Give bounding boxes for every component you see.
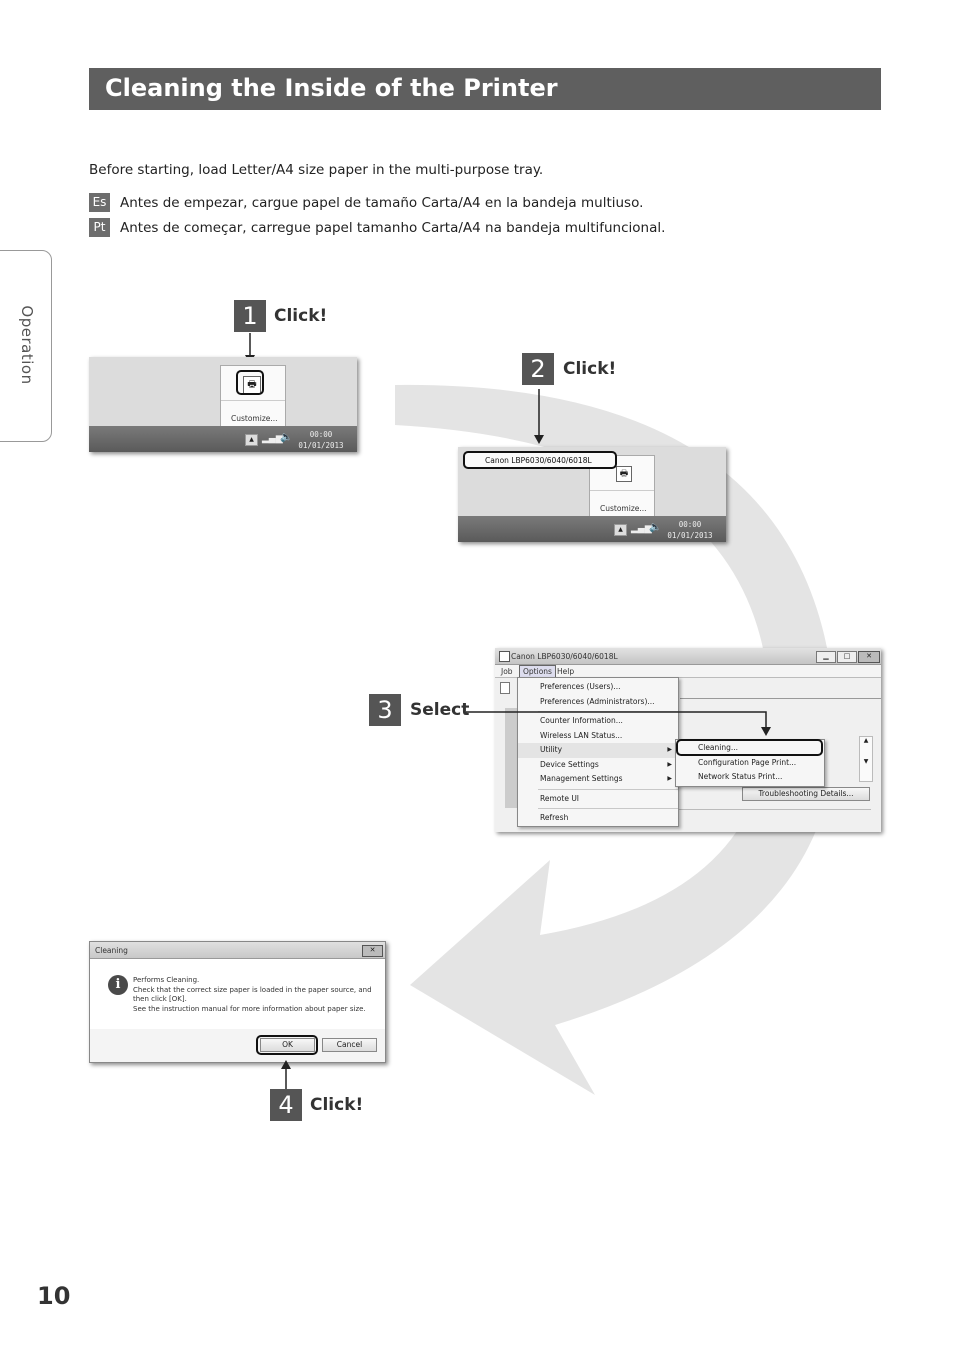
speaker-icon[interactable]: 🔈 (649, 522, 662, 533)
submenu-item-network-status-print[interactable]: Network Status Print... (698, 772, 783, 781)
tray-screenshot-2: 🖶 Customize... Canon LBP6030/6040/6018L … (458, 447, 726, 542)
highlight-ok-button (256, 1035, 318, 1055)
tray-clock-2[interactable]: 00:00 01/01/2013 (666, 519, 714, 541)
tray-screenshot-1: 🖶 Customize... ▲ ▂▄▆ 🔈 00:00 01/01/2013 (89, 357, 357, 452)
printer-image (505, 708, 517, 808)
submenu-item-cleaning[interactable]: Cleaning... (698, 743, 739, 752)
lang-tag-pt: Pt (89, 218, 110, 237)
step-3-number: 3 (369, 694, 401, 726)
intro-row-pt: Pt Antes de começar, carregue papel tama… (89, 218, 665, 237)
step-2-number: 2 (522, 353, 554, 385)
app-titlebar: Canon LBP6030/6040/6018L ▁ □ ✕ (495, 648, 881, 665)
menu-help[interactable]: Help (557, 667, 575, 676)
utility-submenu: Cleaning... Configuration Page Print... … (675, 739, 825, 787)
app-icon (499, 651, 510, 662)
intro-text-es: Antes de empezar, cargue papel de tamaño… (120, 194, 644, 211)
step-4-number: 4 (270, 1089, 302, 1121)
dialog-titlebar: Cleaning ✕ (90, 942, 385, 959)
tray-date-2: 01/01/2013 (667, 531, 713, 540)
side-tab-label: Operation (18, 305, 36, 385)
menu-item-utility-label: Utility (540, 745, 563, 754)
app-menubar: Job Options Help (495, 665, 881, 678)
lang-tag-es: Es (89, 193, 110, 212)
tray-clock-1[interactable]: 00:00 01/01/2013 (297, 429, 345, 451)
tray-customize-link-2[interactable]: Customize... (600, 504, 647, 513)
menu-options[interactable]: Options (519, 665, 556, 678)
intro-text-pt: Antes de começar, carregue papel tamanho… (120, 219, 666, 236)
menu-item-counter-information[interactable]: Counter Information... (540, 716, 623, 725)
show-hidden-icons-icon[interactable]: ▲ (614, 524, 627, 536)
taskbar-2: ▲ ▂▄▆ 🔈 00:00 01/01/2013 (458, 516, 726, 542)
step-2-label: Click! (563, 359, 617, 379)
dialog-close-icon[interactable]: ✕ (362, 945, 383, 957)
side-tab (0, 250, 52, 442)
highlight-cleaning (676, 739, 823, 756)
menu-item-management-settings[interactable]: Management Settings ▶ (518, 772, 678, 787)
dialog-title: Cleaning (95, 946, 128, 955)
page-title: Cleaning the Inside of the Printer (89, 68, 881, 110)
tray-time-2: 00:00 (678, 520, 702, 529)
step-4-label: Click! (310, 1095, 364, 1115)
highlight-printer-icon (236, 370, 264, 395)
menu-item-wireless-lan-status[interactable]: Wireless LAN Status... (540, 730, 623, 740)
ok-button[interactable]: OK (260, 1038, 315, 1052)
app-window-screenshot: Canon LBP6030/6040/6018L ▁ □ ✕ Job Optio… (495, 648, 881, 832)
cleaning-dialog: Cleaning ✕ i Performs Cleaning. Check th… (89, 941, 386, 1063)
flow-arrow-graphic (395, 384, 836, 1095)
menu-item-remote-ui[interactable]: Remote UI (540, 793, 580, 803)
submenu-arrow-icon: ▶ (667, 760, 672, 768)
menu-item-utility[interactable]: Utility ▶ (518, 743, 678, 758)
close-icon[interactable]: ✕ (858, 651, 880, 663)
menu-item-preferences-users[interactable]: Preferences (Users)... (540, 682, 621, 691)
printer-tooltip-text: Canon LBP6030/6040/6018L (485, 456, 592, 465)
intro-text-en: Before starting, load Letter/A4 size pap… (89, 162, 544, 178)
menu-item-refresh[interactable]: Refresh (540, 813, 569, 822)
page-number: 10 (37, 1282, 71, 1310)
menu-item-device-settings[interactable]: Device Settings ▶ (518, 758, 678, 773)
cancel-button[interactable]: Cancel (322, 1038, 377, 1052)
menu-item-preferences-admins[interactable]: Preferences (Administrators)... (540, 696, 655, 706)
step-1-number: 1 (234, 300, 266, 332)
minimize-icon[interactable]: ▁ (816, 651, 836, 663)
printer-icon[interactable]: 🖶 (616, 466, 632, 482)
dialog-message-line-3: then click [OK]. (133, 995, 187, 1003)
step-3-label: Select (410, 700, 470, 720)
step-1-label: Click! (274, 306, 328, 326)
menu-job[interactable]: Job (501, 667, 513, 676)
menu-item-device-settings-label: Device Settings (540, 759, 599, 769)
signal-icon[interactable]: ▂▄▆ (262, 434, 283, 444)
step-2-arrow (534, 389, 544, 444)
tray-time-1: 00:00 (309, 430, 333, 439)
tray-date-1: 01/01/2013 (298, 441, 344, 450)
dialog-message: Performs Cleaning. Check that the correc… (133, 976, 372, 1014)
toolbar-icon[interactable] (500, 682, 510, 694)
intro-row-es: Es Antes de empezar, cargue papel de tam… (89, 193, 643, 212)
troubleshooting-details-button[interactable]: Troubleshooting Details... (742, 787, 870, 801)
step-4-arrow (281, 1060, 291, 1089)
info-icon: i (108, 975, 128, 995)
submenu-item-configuration-page-print[interactable]: Configuration Page Print... (698, 757, 797, 767)
dialog-content: i Performs Cleaning. Check that the corr… (90, 959, 385, 1029)
show-hidden-icons-icon[interactable]: ▲ (245, 434, 258, 446)
dialog-message-line-1: Performs Cleaning. (133, 976, 200, 984)
maximize-icon[interactable]: □ (837, 651, 857, 663)
taskbar-1: ▲ ▂▄▆ 🔈 00:00 01/01/2013 (89, 426, 357, 452)
options-dropdown-menu: Preferences (Users)... Preferences (Admi… (517, 677, 679, 827)
submenu-arrow-icon: ▶ (667, 746, 672, 753)
dialog-message-line-4: See the instruction manual for more info… (133, 1004, 366, 1013)
step-3-arrow (466, 711, 771, 736)
tray-customize-link-1[interactable]: Customize... (231, 414, 278, 423)
submenu-arrow-icon: ▶ (667, 775, 672, 782)
dialog-message-line-2: Check that the correct size paper is loa… (133, 985, 372, 994)
speaker-icon[interactable]: 🔈 (280, 432, 293, 443)
printer-tooltip: Canon LBP6030/6040/6018L (463, 451, 617, 469)
signal-icon[interactable]: ▂▄▆ (631, 524, 652, 534)
scrollbar[interactable]: ▲▼ (859, 736, 873, 782)
app-title: Canon LBP6030/6040/6018L (511, 652, 618, 661)
menu-item-management-settings-label: Management Settings (540, 774, 623, 783)
